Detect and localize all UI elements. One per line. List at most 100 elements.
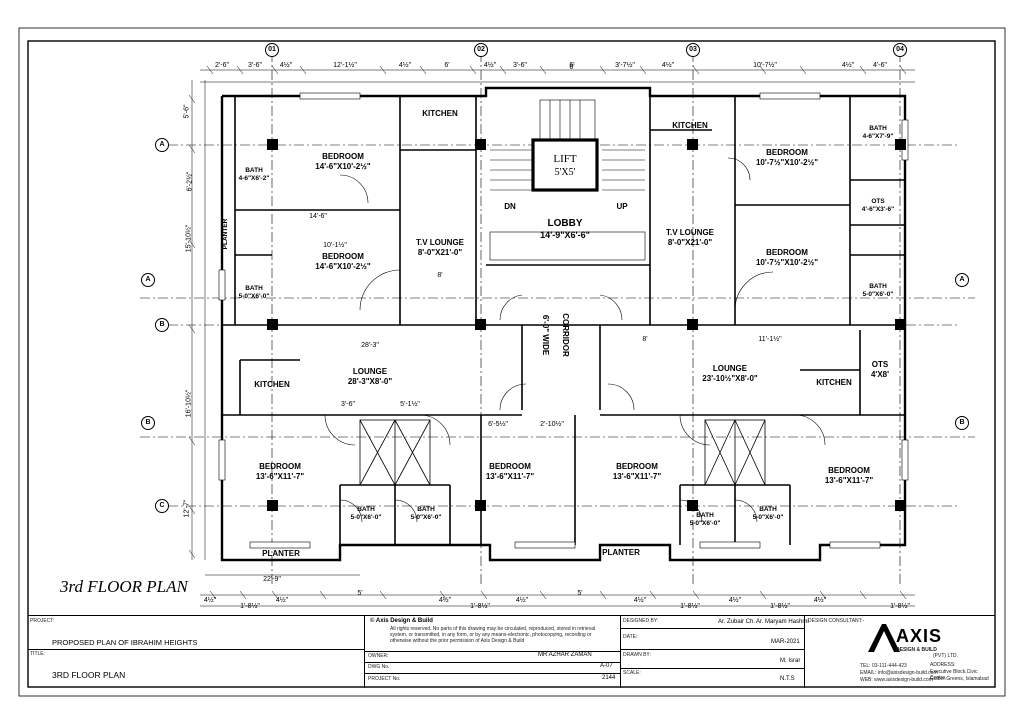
copyright-head: © Axis Design & Build (370, 618, 433, 624)
section-marker-a-left: A (141, 273, 155, 287)
room-size-bath-6: 5-0"X6'-0" (410, 514, 442, 521)
dim-bottom-13: 1'-8½" (890, 603, 910, 610)
title-label: TITLE: (30, 651, 46, 657)
dim-top-2: 4½" (279, 62, 293, 69)
dim-bottom-0: 4½" (203, 597, 217, 604)
room-label-corridor: CORRIDOR (561, 313, 570, 357)
room-label-ots-2: OTS (871, 360, 889, 369)
room-size-lounge-1: 28'-3"X8'-0" (347, 377, 393, 386)
dim-bottom-9: 1'-8½" (680, 603, 700, 610)
dimension-lines (191, 69, 915, 607)
dim-top-1: 3'-6" (248, 62, 262, 69)
room-label-lounge-1: LOUNGE (352, 367, 388, 376)
dim-inner-9: 6'-5½" (488, 421, 508, 428)
axis-logo-sub: DESIGN & BUILD (896, 647, 937, 653)
room-size-bedroom-3: 10'-7½"X10'-2½" (755, 158, 819, 167)
grid-bubble-col-04: 04 (893, 43, 907, 57)
dwg-label: DWG No. (368, 664, 390, 670)
interior-walls (222, 96, 905, 545)
dim-top-0: 2'-6" (215, 62, 229, 69)
address-line-2: Gulber Greens, Islamabad (930, 676, 989, 682)
date-value: MAR-2021 (771, 639, 800, 645)
dim-inner-1: 14'-6" (309, 213, 327, 220)
grid-bubble-row-b: B (155, 318, 169, 332)
dim-inner-3: 8' (437, 272, 443, 279)
stairs (489, 99, 646, 261)
copyright-line-1: All rights reserved. No parts of this dr… (390, 626, 596, 632)
shafts (359, 419, 766, 486)
room-label-bedroom-1: BEDROOM (322, 152, 364, 161)
address-line-1: Executive Block,Civic Centre, (930, 669, 978, 681)
dim-bottom-12: 4½" (813, 597, 827, 604)
room-size-bath-3: 4-6"X7'-9" (862, 133, 894, 140)
drawing-title: 3RD FLOOR PLAN (52, 670, 126, 680)
dim-top-13: 4'-6" (873, 62, 887, 69)
room-label-bath-2: BATH (245, 285, 263, 292)
room-label-bath-5: BATH (357, 506, 375, 513)
dim-inner-4: 6' (569, 64, 575, 71)
dim-top-11: 10'-7½" (753, 62, 777, 69)
dim-top-7: 3'-6" (513, 62, 527, 69)
dim-top-12: 4½" (841, 62, 855, 69)
dim-bottom-2: 4½" (275, 597, 289, 604)
room-label-bedroom-7: BEDROOM (616, 462, 658, 471)
copyright-line-2: system, or transmitted, in any form, or … (390, 632, 592, 638)
dim-left-3: 16'-10½" (185, 389, 193, 418)
contact-web: WEB: www.axisdesign-build.com (860, 677, 933, 683)
dim-left-0: 5'-6" (183, 104, 191, 119)
dim-inner-0: 28'-3" (361, 342, 379, 349)
room-size-bedroom-1: 14'-6"X10'-2½" (315, 162, 371, 171)
dim-bottom-6: 4½" (515, 597, 529, 604)
room-size-bath-4: 5-0"X6'-0" (862, 291, 894, 298)
room-size-tv-lounge-2: 8'-0"X21'-0" (667, 238, 713, 247)
room-size-bedroom-6: 13'-6"X11'-7" (485, 472, 535, 481)
dim-bottom-7: 5' (577, 590, 583, 597)
owner-name: MR AZHAR ZAMAN (538, 652, 592, 658)
room-label-kitchen-bottom-left: KITCHEN (254, 380, 290, 389)
room-size-lobby: 14'-9"X6'-6" (540, 230, 590, 240)
grid-bubble-col-02: 02 (474, 43, 488, 57)
dim-left-1: 6'-2½" (186, 171, 194, 192)
date-label: DATE: (623, 634, 638, 640)
room-label-bedroom-2: BEDROOM (322, 252, 364, 261)
room-label-bedroom-3: BEDROOM (766, 148, 808, 157)
project-number: 2144 (602, 675, 616, 681)
dim-inner-8: 5'-1½" (400, 401, 420, 408)
project-label: PROJECT: (30, 618, 55, 624)
stair-dn-label: DN (504, 202, 516, 211)
room-size-bedroom-8: 13'-6"X11'-7" (824, 476, 874, 485)
room-size-bath-5: 5-0"X6'-0" (350, 514, 382, 521)
room-size-bedroom-5: 13'-6"X11'-7" (255, 472, 305, 481)
copyright-line-3: otherwise without the prior permission o… (390, 638, 525, 644)
lift-shaft (531, 138, 599, 192)
room-label-bath-8: BATH (759, 506, 777, 513)
room-label-kitchen-top-left: KITCHEN (422, 109, 458, 118)
drawn-by: M. Israr (780, 658, 801, 664)
axis-logo-text: AXIS (896, 626, 943, 646)
section-marker-a-right: A (955, 273, 969, 287)
dim-bottom-3: 5' (357, 590, 363, 597)
dimension-ticks (188, 65, 907, 600)
contact-tel: TEL: 03-111-444-423 (860, 663, 907, 669)
room-label-bath-1: BATH (245, 167, 263, 174)
designer-2: Ar. Maryam Hashmi (756, 619, 809, 625)
dim-bottom-11: 1'-8½" (770, 603, 790, 610)
outer-border (18, 27, 1006, 697)
grid-bubble-row-a: A (155, 138, 169, 152)
owner-label: OWNER: (368, 653, 389, 659)
title-block: PROJECT: PROPOSED PLAN OF IBRAHIM HEIGHT… (28, 615, 995, 688)
consultant-label: DESIGN CONSULTANT:- (808, 618, 865, 624)
dim-bottom-8: 4½" (633, 597, 647, 604)
dim-inner-6: 11'-1½" (758, 336, 782, 343)
planter-label-left: PLANTER (222, 218, 229, 250)
axis-logo-icon (868, 624, 900, 652)
dim-bottom-5: 1'-8½" (470, 603, 490, 610)
dim-bottom-10: 4½" (728, 597, 742, 604)
dim-top-4: 4½" (398, 62, 412, 69)
room-label-kitchen-top-right: KITCHEN (672, 121, 708, 130)
dim-inner-2: 10'-1½" (323, 242, 347, 249)
dim-left-2: 15'-10½" (185, 224, 193, 253)
stair-up-label: UP (616, 202, 628, 211)
address-label: ADDRESS: (930, 662, 956, 668)
room-label-bedroom-6: BEDROOM (489, 462, 531, 471)
